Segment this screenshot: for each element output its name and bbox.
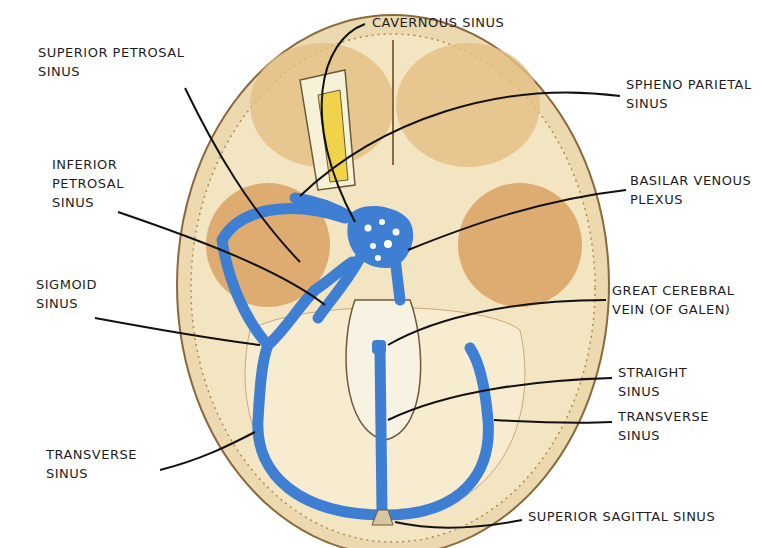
structure-label: STRAIGHT SINUS <box>618 364 718 402</box>
sigmoid-sinus <box>268 262 352 345</box>
structure-label: INFERIOR PETROSAL SINUS <box>52 156 152 213</box>
structure-label: GREAT CEREBRAL VEIN (OF GALEN) <box>612 282 762 320</box>
internal-occipital-protuberance <box>372 510 393 525</box>
skull-outer <box>177 15 609 548</box>
middle-fossa <box>458 183 582 307</box>
leader-line <box>300 93 620 196</box>
transverse-sinus <box>258 345 385 515</box>
superior-petrosal-sinus <box>222 209 345 345</box>
sphenoparietal-sinus <box>295 198 352 218</box>
leader-line <box>118 212 325 305</box>
leader-line <box>322 24 365 222</box>
venous-sinuses <box>222 198 488 515</box>
plexus-holes <box>365 219 400 261</box>
leader-line <box>160 432 255 470</box>
structure-label: SUPERIOR PETROSAL SINUS <box>38 44 223 82</box>
structure-label: BASILAR VENOUS PLEXUS <box>630 172 764 210</box>
transverse-sinus <box>385 348 488 515</box>
structure-label: TRANSVERSE SINUS <box>46 446 158 484</box>
leader-line <box>388 300 606 345</box>
leader-line <box>395 520 522 528</box>
great-cerebral-vein <box>372 340 386 354</box>
cavernous-sinus <box>347 206 413 268</box>
leader-lines <box>95 24 626 528</box>
structure-label: CAVERNOUS SINUS <box>372 14 572 33</box>
leader-line <box>388 378 612 420</box>
skull-inner <box>191 34 595 542</box>
leader-line <box>185 88 300 262</box>
structure-label: SPHENO PARIETAL SINUS <box>626 76 764 114</box>
structure-label: TRANSVERSE SINUS <box>618 408 728 446</box>
inferior-petrosal-sinus <box>318 258 360 318</box>
leader-line <box>408 190 626 250</box>
leader-line <box>95 318 260 345</box>
structure-label: SUPERIOR SAGITTAL SINUS <box>528 508 728 527</box>
straight-sinus <box>380 350 382 510</box>
leader-line <box>494 420 612 423</box>
structure-label: SIGMOID SINUS <box>36 276 126 314</box>
crista-galli <box>392 40 394 165</box>
